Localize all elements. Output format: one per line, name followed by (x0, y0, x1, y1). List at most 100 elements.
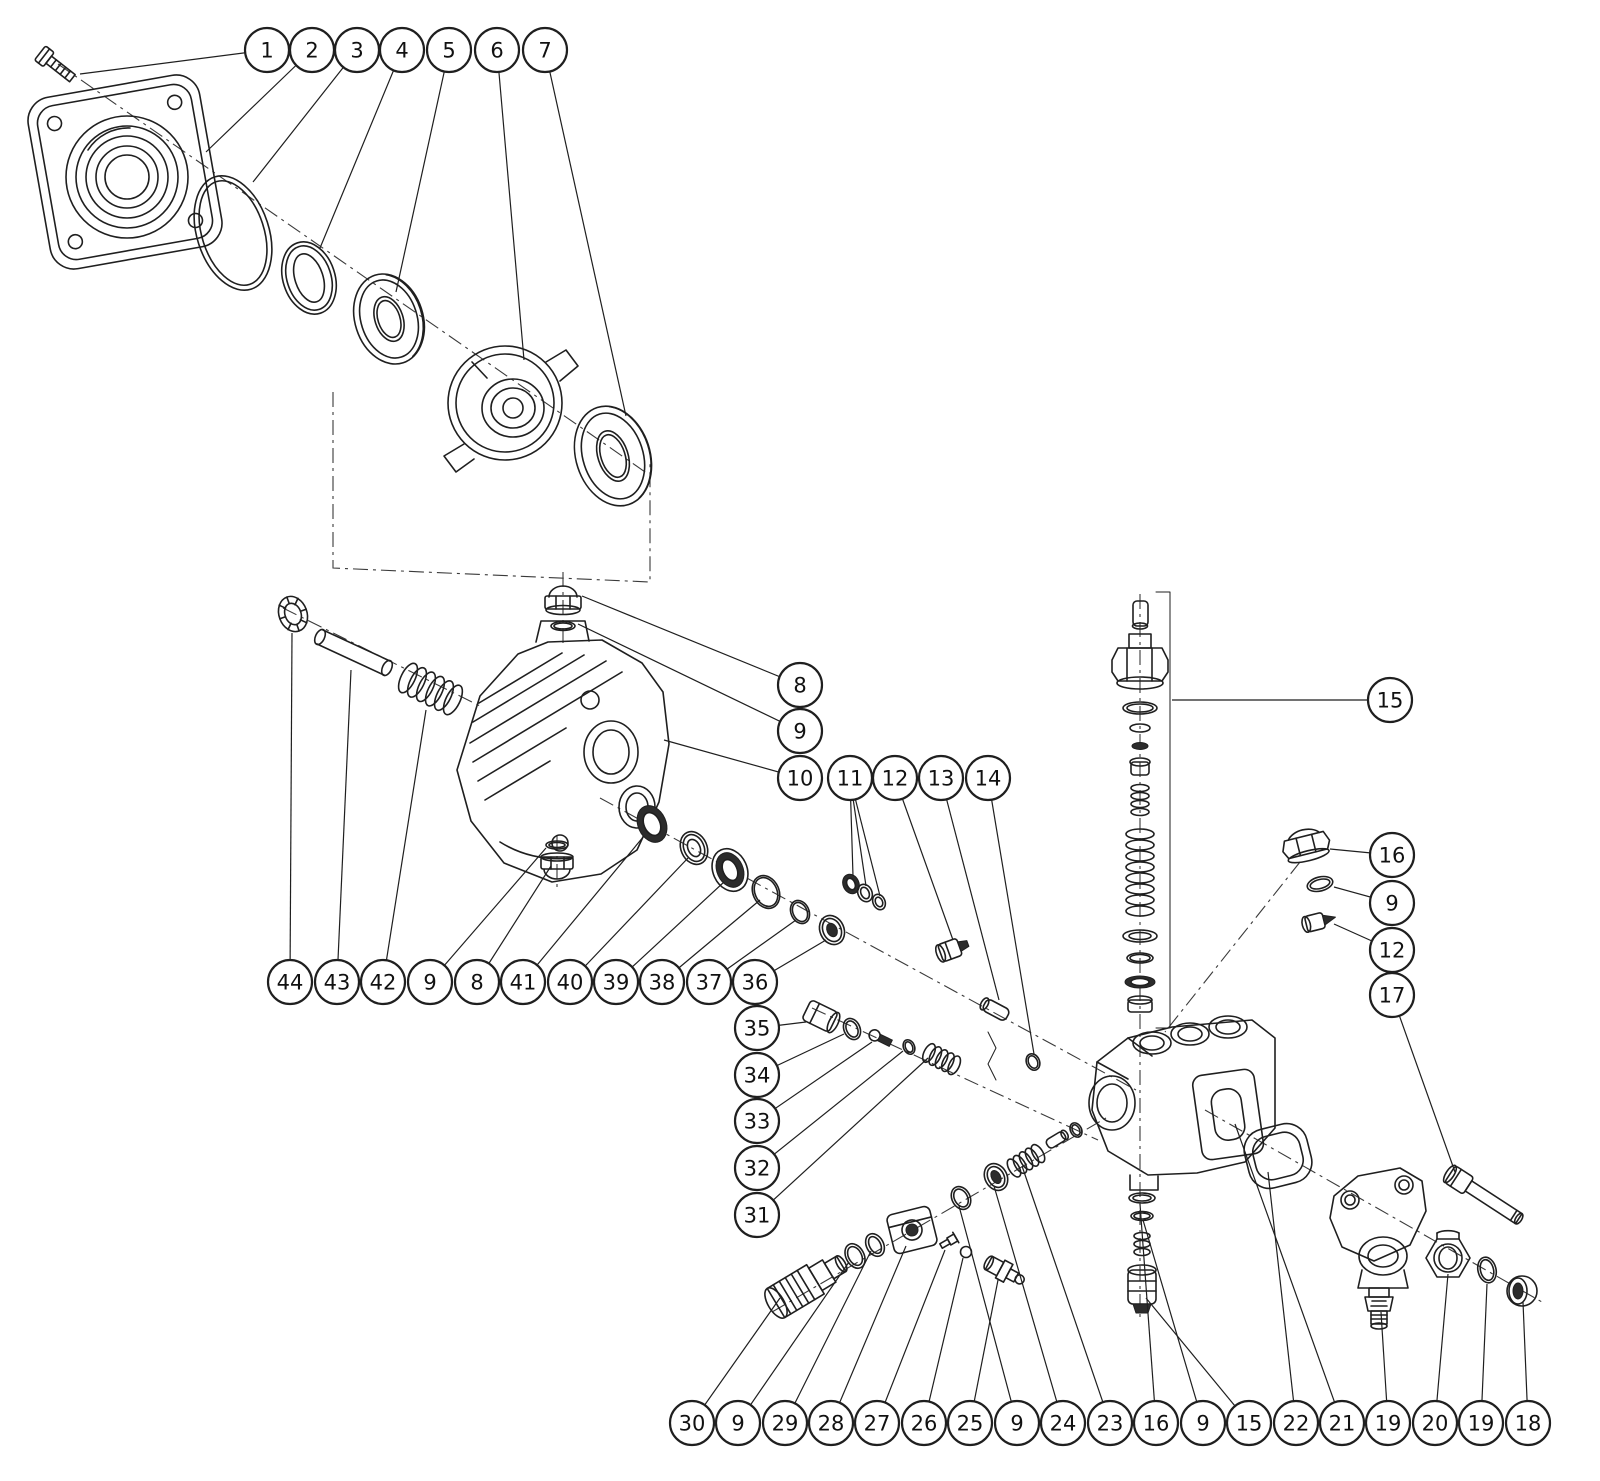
callout-circle-9 (406, 958, 454, 1006)
callout-circle-15 (1366, 676, 1414, 724)
callout-circle-12 (871, 754, 919, 802)
callout-circle-35 (733, 1004, 781, 1052)
leader-line-20 (1434, 1273, 1449, 1424)
callout-number: 9 (793, 720, 806, 744)
callout-28: 28 (807, 1245, 907, 1447)
callout-circle-22 (1272, 1399, 1320, 1447)
callout-circle-16 (1368, 831, 1416, 879)
leader-line-9 (737, 1261, 850, 1424)
callout-12: 12 (1333, 923, 1416, 974)
callout-27: 27 (853, 1249, 946, 1447)
callout-number: 41 (510, 971, 537, 995)
callout-circle-13 (917, 754, 965, 802)
callout-circle-19 (1457, 1399, 1505, 1447)
callout-number: 14 (975, 767, 1002, 791)
part-thermal-valve-body-28 (886, 1205, 938, 1255)
callout-40: 40 (546, 857, 689, 1006)
leader-line-43 (336, 669, 352, 983)
part-oring-16 (1306, 875, 1334, 893)
callout-circle-26 (900, 1399, 948, 1447)
callout-4: 4 (319, 26, 426, 249)
leader-line-7 (544, 49, 627, 417)
leader-line-9 (1142, 1219, 1204, 1424)
part-outlet-elbow (1329, 1167, 1427, 1289)
callout-8: 8 (581, 595, 824, 709)
callout-37: 37 (685, 919, 797, 1006)
part-oring-head (550, 620, 576, 632)
part-plug-35 (802, 1000, 841, 1034)
callout-number: 26 (911, 1412, 938, 1436)
leader-line-29 (784, 1250, 872, 1424)
leader-line-6 (496, 49, 525, 361)
part-spring-23 (1006, 1143, 1046, 1178)
part-unloader-valve-stack (1111, 591, 1171, 1029)
callout-number: 31 (744, 1204, 771, 1228)
part-injector-fitting-19 (1364, 1287, 1394, 1330)
part-washer-40 (679, 830, 709, 866)
leader-line-28 (830, 1245, 907, 1424)
callout-number: 28 (818, 1412, 845, 1436)
callout-circle-16 (1132, 1399, 1180, 1447)
callout-19: 19 (1457, 1283, 1505, 1447)
callout-10: 10 (663, 739, 824, 802)
part-cap-nut-drain (540, 852, 574, 880)
callout-circle-33 (733, 1097, 781, 1145)
part-oring-37 (789, 899, 811, 925)
leader-line-44 (289, 632, 293, 983)
callout-25: 25 (946, 1279, 999, 1447)
callout-number: 43 (324, 971, 351, 995)
callout-number: 9 (1010, 1412, 1023, 1436)
callout-number: 13 (928, 767, 955, 791)
callout-circle-18 (1504, 1399, 1552, 1447)
part-valve-plug-right (1301, 912, 1336, 934)
callout-circle-9 (1179, 1399, 1227, 1447)
callout-number: 44 (277, 971, 304, 995)
callout-number: 20 (1422, 1412, 1449, 1436)
callout-circle-24 (1039, 1399, 1087, 1447)
callout-circle-29 (761, 1399, 809, 1447)
part-washer-32 (902, 1038, 916, 1056)
part-seal-41 (636, 805, 668, 843)
callout-number: 30 (679, 1412, 706, 1436)
callout-number: 33 (744, 1110, 771, 1134)
callout-number: 32 (744, 1157, 771, 1181)
callout-circle-8 (453, 958, 501, 1006)
callout-7: 7 (521, 26, 627, 417)
callout-number: 4 (395, 39, 408, 63)
callout-circle-44 (266, 958, 314, 1006)
callout-number: 38 (649, 971, 676, 995)
callout-circle-37 (685, 958, 733, 1006)
callout-number: 22 (1283, 1412, 1310, 1436)
callout-34: 34 (733, 1033, 845, 1099)
callout-19: 19 (1364, 1311, 1412, 1447)
callout-number: 5 (442, 39, 455, 63)
callout-3: 3 (252, 26, 381, 183)
part-washer-29 (864, 1232, 886, 1258)
callout-circle-19 (1364, 1399, 1412, 1447)
callout-circle-34 (733, 1051, 781, 1099)
leader-line-16 (1139, 1203, 1157, 1424)
part-poppet-33 (868, 1029, 893, 1047)
part-oring-19 (1476, 1256, 1498, 1284)
callout-number: 9 (731, 1412, 744, 1436)
callout-number: 39 (603, 971, 630, 995)
callout-number: 12 (1379, 939, 1406, 963)
callout-33: 33 (733, 1041, 873, 1145)
part-oring-inlet (844, 1242, 866, 1270)
callout-31: 31 (733, 1057, 929, 1239)
callout-20: 20 (1411, 1273, 1459, 1447)
callout-circle-21 (1318, 1399, 1366, 1447)
part-seal-ring-rear (573, 405, 653, 507)
callout-circle-10 (776, 754, 824, 802)
leader-line-32 (756, 1050, 904, 1169)
callout-number: 21 (1329, 1412, 1356, 1436)
part-oring-large (193, 174, 273, 292)
callout-number: 8 (470, 971, 483, 995)
leader-line-22 (1267, 1171, 1297, 1424)
callout-26: 26 (900, 1257, 964, 1447)
part-valve-plug-12 (934, 938, 970, 963)
leader-line-39 (615, 881, 725, 983)
leader-line-27 (876, 1249, 946, 1424)
leader-line-8 (581, 595, 801, 686)
